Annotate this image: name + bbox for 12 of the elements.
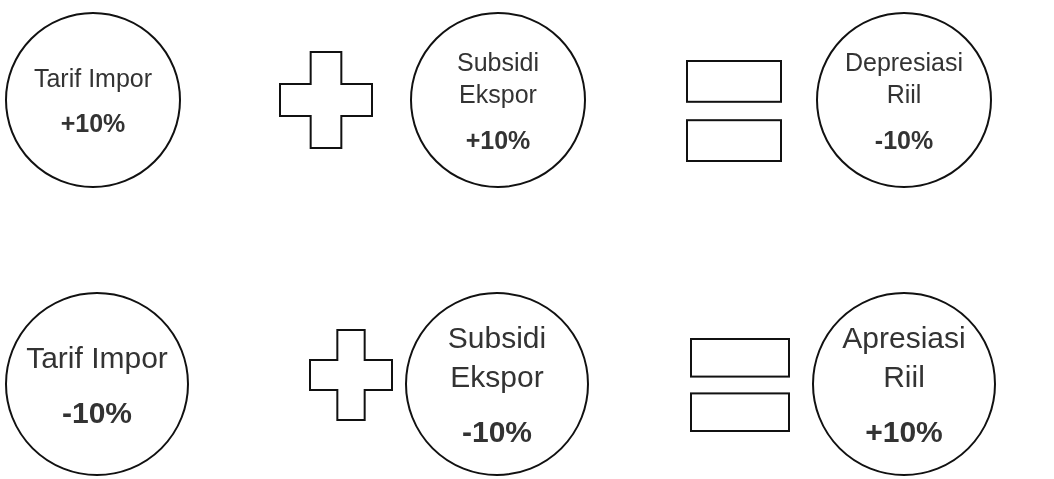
percentage-value: -10% [61,394,132,431]
node-title: Tarif Impor [26,339,168,376]
percentage-value: -10% [461,414,532,450]
node-title: Subsidi Ekspor [446,320,548,395]
node-title: Depresiasi Riil [843,46,965,110]
node-title: Apresiasi Riil [841,320,967,395]
node-title: Subsidi Ekspor [456,46,540,110]
percentage-value: +10% [865,414,943,450]
percentage-value: +10% [465,124,531,155]
percentage-value: -10% [874,124,934,155]
percentage-value: +10% [60,108,126,139]
node-title: Tarif Impor [33,62,153,94]
